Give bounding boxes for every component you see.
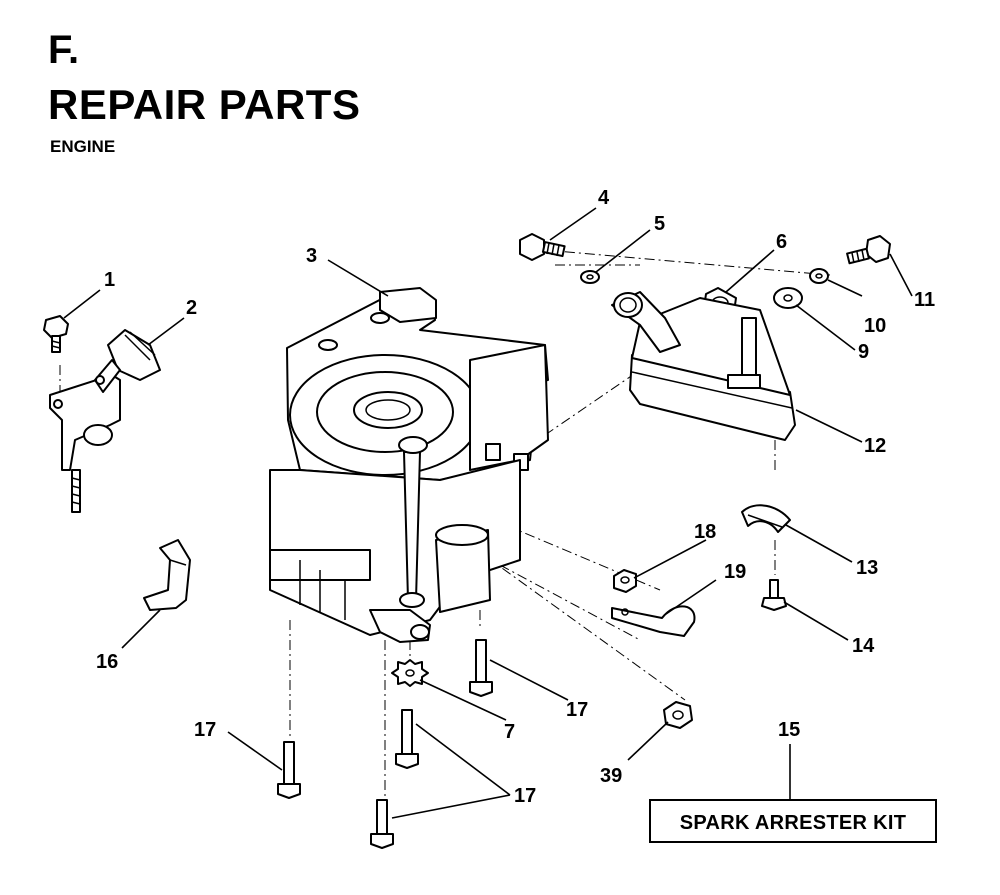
part-4-bolt bbox=[519, 233, 566, 261]
callout-17-right: 17 bbox=[566, 699, 588, 721]
callout-18: 18 bbox=[694, 521, 716, 543]
page-title: REPAIR PARTS bbox=[48, 81, 361, 128]
part-1-bolt bbox=[43, 315, 69, 353]
part-3-engine bbox=[269, 287, 549, 643]
callout-12: 12 bbox=[864, 435, 886, 457]
callout-15: 15 bbox=[778, 719, 800, 741]
part-10-washer bbox=[809, 268, 829, 284]
callout-17-bottom: 17 bbox=[514, 785, 536, 807]
callout-19: 19 bbox=[724, 561, 746, 583]
spark-arrester-kit-box: SPARK ARRESTER KIT bbox=[649, 799, 937, 843]
part-16-bracket bbox=[143, 539, 191, 611]
callout-6: 6 bbox=[776, 231, 787, 253]
part-11-bolt bbox=[846, 235, 891, 265]
part-17-bolts bbox=[277, 639, 493, 849]
spark-arrester-kit-label: SPARK ARRESTER KIT bbox=[680, 812, 907, 834]
part-13-shield bbox=[741, 504, 791, 533]
part-9-washer bbox=[773, 287, 803, 309]
part-2-throttle-control bbox=[49, 329, 161, 513]
part-12-muffler bbox=[611, 291, 796, 441]
part-19-clamp bbox=[611, 605, 696, 637]
callout-14: 14 bbox=[852, 635, 875, 657]
callout-3: 3 bbox=[306, 245, 317, 267]
callout-7: 7 bbox=[504, 721, 515, 743]
section-letter: F. bbox=[48, 28, 80, 72]
callout-4: 4 bbox=[598, 187, 610, 209]
callout-5: 5 bbox=[654, 213, 665, 235]
callout-1: 1 bbox=[104, 269, 115, 291]
section-subtitle: ENGINE bbox=[50, 137, 116, 156]
callout-10: 10 bbox=[864, 315, 886, 337]
part-7-star-washer bbox=[391, 659, 429, 687]
part-14-screw bbox=[761, 579, 787, 611]
part-5-washer bbox=[580, 270, 600, 284]
callout-numbers: 1 2 3 4 5 6 7 9 10 11 12 13 14 15 16 17 … bbox=[96, 187, 935, 807]
callout-16: 16 bbox=[96, 651, 118, 673]
part-39-nut bbox=[663, 701, 693, 729]
leader-lines bbox=[63, 207, 913, 819]
callout-13: 13 bbox=[856, 557, 878, 579]
callout-17-left: 17 bbox=[194, 719, 216, 741]
part-18-nut bbox=[613, 569, 637, 593]
callout-2: 2 bbox=[186, 297, 197, 319]
callout-9: 9 bbox=[858, 341, 869, 363]
callout-39: 39 bbox=[600, 765, 622, 787]
callout-11: 11 bbox=[914, 289, 935, 311]
